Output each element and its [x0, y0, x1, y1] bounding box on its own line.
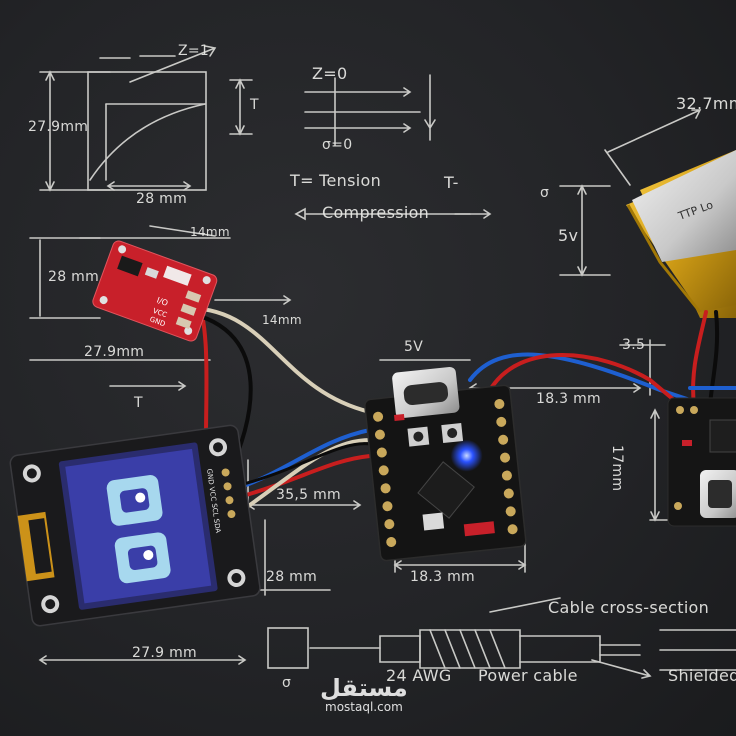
label-t-mid: T: [134, 395, 143, 411]
label-t-side: T: [250, 97, 259, 113]
wire-red-battery: [691, 310, 708, 407]
label-sigma-right: σ: [540, 185, 550, 201]
wire-red-oled: [234, 454, 372, 500]
label-power-cable: Power cable: [478, 666, 578, 685]
watermark-latin: mostaql.com: [325, 700, 403, 714]
wire-white-touch: [188, 306, 372, 414]
watermark-arabic: مستقل: [320, 674, 408, 702]
label-32-7: 32.7mm: [676, 94, 736, 113]
blue-led: [450, 439, 483, 472]
sketch-curve: [89, 103, 206, 181]
label-27-9-bottom: 27.9 mm: [132, 645, 197, 661]
sketch-graph-frame: [87, 71, 207, 191]
label-28-bottom: 28 mm: [266, 569, 318, 585]
label-18-3-bottom: 18.3 mm: [410, 569, 475, 585]
wire-black-battery: [708, 310, 720, 407]
label-14-top: 14mm: [190, 225, 230, 239]
label-t-minus: T-: [444, 173, 459, 192]
touch-pin-io: I/O: [155, 296, 169, 308]
label-27-9-top: 27.9mm: [28, 119, 89, 135]
label-28-top: 28 mm: [136, 191, 188, 207]
label-5v-center: 5V: [404, 339, 424, 355]
label-5v-right: 5v: [558, 226, 579, 245]
watermark: مستقل mostaql.com: [320, 676, 408, 714]
label-sigma-bottom: σ: [282, 675, 292, 691]
label-18-3-top: 18.3 mm: [536, 391, 601, 407]
oled-display-module: GND VCC SCL SDA: [9, 424, 261, 627]
label-shielded: Shielded: [668, 666, 736, 685]
label-z1: Z=1: [178, 43, 210, 59]
label-sigma-eq: σ=0: [322, 137, 353, 153]
wire-red-charger: [488, 353, 682, 407]
label-28-left: 28 mm: [48, 269, 100, 285]
touch-sensor-module: I/O VCC GND: [92, 240, 218, 342]
label-35-5: 35,5 mm: [276, 487, 341, 503]
label-z-eq: Z=0: [312, 64, 348, 83]
label-cable-cross: Cable cross-section: [548, 598, 710, 617]
wire-black-oled: [234, 442, 372, 488]
label-14-right: 14mm: [262, 313, 302, 327]
label-tension: T= Tension: [290, 171, 382, 190]
mcu-board: [364, 366, 527, 562]
label-compression: Compression: [322, 203, 430, 222]
mcu-chip: [417, 461, 475, 519]
mcu-pins-left: [373, 411, 397, 548]
label-27-9-mid: 27.9mm: [84, 344, 145, 360]
label-3-5: 3.5: [622, 337, 646, 353]
mcu-pins-right: [494, 398, 518, 535]
lipo-battery: [626, 150, 736, 318]
charger-module: [667, 397, 736, 527]
label-24awg: 24 AWG: [386, 666, 452, 685]
